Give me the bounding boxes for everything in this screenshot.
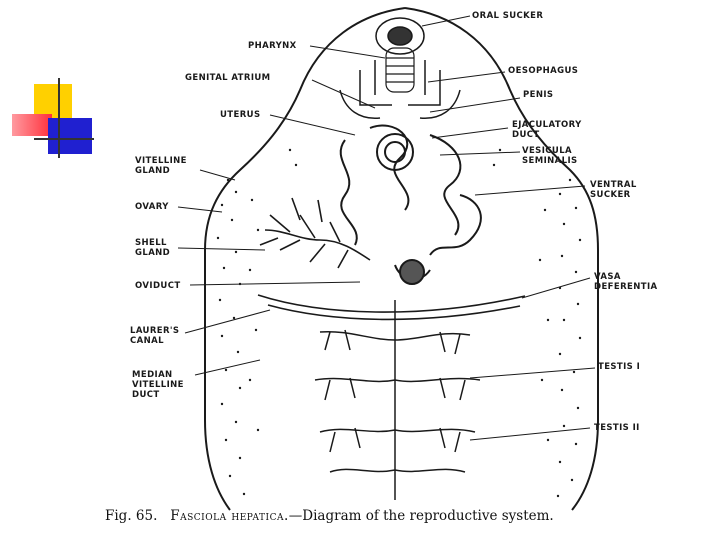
horizontal-rule (34, 138, 94, 140)
transverse-duct (257, 294, 526, 321)
label-vitelline-gland: VITELLINE GLAND (135, 156, 187, 176)
label-penis: PENIS (523, 90, 554, 100)
label-oral-sucker: ORAL SUCKER (472, 11, 544, 21)
ovary-branches (259, 197, 371, 269)
leader-lines (177, 15, 596, 441)
red-square (12, 114, 52, 136)
label-vesicula-seminalis: VESICULA SEMINALIS (522, 146, 578, 166)
caption-species: Fasciola hepatica. (170, 508, 289, 524)
label-testis-2: TESTIS II (594, 423, 640, 433)
label-testis-1: TESTIS I (598, 362, 641, 372)
figure-caption: Fig. 65. Fasciola hepatica.—Diagram of t… (105, 508, 705, 524)
vitelline-dots (216, 148, 582, 498)
label-uterus: UTERUS (220, 110, 261, 120)
pharynx (385, 47, 415, 93)
uterus-coils (339, 124, 482, 285)
label-laurers-canal: LAURER'S CANAL (130, 326, 180, 346)
testis-branches (314, 300, 481, 500)
label-ejaculatory-duct: EJACULATORY DUCT (512, 120, 582, 140)
label-shell-gland: SHELL GLAND (135, 238, 171, 258)
blue-square (48, 118, 92, 154)
caption-fig-number: Fig. 65. (105, 508, 158, 524)
body-outline (204, 7, 599, 511)
label-oesophagus: OESOPHAGUS (508, 66, 579, 76)
label-median-vitelline-duct: MEDIAN VITELLINE DUCT (132, 370, 184, 400)
label-vasa-deferentia: VASA DEFERENTIA (594, 272, 658, 292)
oral-sucker (375, 17, 425, 55)
label-oviduct: OVIDUCT (135, 281, 181, 291)
caption-description: —Diagram of the reproductive system. (288, 508, 554, 524)
vertical-rule (58, 78, 60, 158)
label-ovary: OVARY (135, 202, 169, 212)
label-pharynx: PHARYNX (248, 41, 297, 51)
label-ventral-sucker: VENTRAL SUCKER (590, 180, 637, 200)
corner-decoration (8, 78, 98, 164)
label-genital-atrium: GENITAL ATRIUM (185, 73, 271, 83)
gut-branches (339, 60, 461, 119)
